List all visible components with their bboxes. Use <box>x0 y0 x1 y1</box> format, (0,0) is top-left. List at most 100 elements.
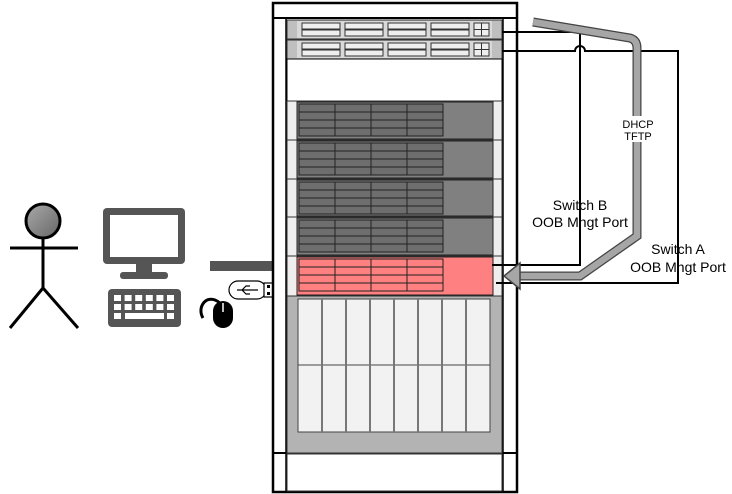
drive-bay <box>334 205 372 215</box>
drive-bay <box>298 103 336 113</box>
target-server-highlighted <box>286 255 503 297</box>
drive-bay <box>334 243 372 253</box>
server <box>286 100 503 141</box>
dhcp-label: DHCP <box>622 119 653 131</box>
switch-port <box>430 49 470 57</box>
server <box>286 139 503 180</box>
drive-bay <box>370 119 408 129</box>
drive-bay <box>406 150 444 160</box>
server <box>286 216 503 257</box>
drive-bay <box>406 166 444 176</box>
drive-bay <box>406 227 444 237</box>
drive-bay <box>298 181 336 191</box>
blank-panel <box>286 58 503 102</box>
drive-bay <box>406 197 444 207</box>
drive-bay <box>370 103 408 113</box>
key <box>114 304 121 310</box>
drive-bay <box>334 189 372 199</box>
drive-bay <box>370 243 408 253</box>
switch-port <box>344 29 384 37</box>
switch-port <box>430 22 470 30</box>
drive-bay <box>298 142 336 152</box>
drive-bay <box>334 282 372 292</box>
drive-bay <box>370 150 408 160</box>
drive-bay <box>406 282 444 292</box>
drive-bay <box>298 258 336 268</box>
drive-bay <box>334 274 372 284</box>
switch-port <box>430 42 470 50</box>
switch-b-oob-link <box>492 31 581 266</box>
drive-bay <box>406 103 444 113</box>
key <box>124 295 132 301</box>
drive-bay <box>406 274 444 284</box>
switch-port <box>387 22 427 30</box>
key <box>167 304 174 310</box>
drive-bay <box>298 119 336 129</box>
drive-bay <box>370 142 408 152</box>
drive-bay <box>370 111 408 121</box>
drive-bay <box>334 119 372 129</box>
drive-bay <box>370 127 408 137</box>
switch-a-label: Switch A <box>651 241 705 257</box>
drive-bay <box>298 111 336 121</box>
drive-bay <box>298 166 336 176</box>
drive-bay <box>298 282 336 292</box>
drive-bay <box>334 142 372 152</box>
key <box>135 295 143 301</box>
drive-bay <box>298 158 336 168</box>
drive-bay <box>334 266 372 276</box>
drive-bay <box>298 243 336 253</box>
drive-bay <box>370 189 408 199</box>
blade-chassis <box>286 295 503 454</box>
switch-a-port-label: OOB Mngt Port <box>630 259 726 275</box>
drive-bay <box>406 266 444 276</box>
switch-port <box>301 42 341 50</box>
drive-bay <box>406 119 444 129</box>
drive-bay <box>298 274 336 284</box>
drive-bay <box>334 111 372 121</box>
switch-a-oob-link <box>496 45 679 284</box>
switch-port <box>387 49 427 57</box>
switch-port <box>301 22 341 30</box>
drive-bay <box>298 235 336 245</box>
drive-bay <box>370 282 408 292</box>
usb-stick-icon <box>228 280 274 300</box>
drive-bay <box>370 227 408 237</box>
drive-bay <box>406 219 444 229</box>
dhcp-arrowhead <box>502 261 521 291</box>
drive-bay <box>406 181 444 191</box>
drive-bay <box>370 158 408 168</box>
key <box>135 304 143 310</box>
drive-bay <box>406 258 444 268</box>
drive-bay <box>334 181 372 191</box>
drive-bay <box>298 127 336 137</box>
key <box>145 304 153 310</box>
dhcp-tftp-cable <box>514 17 642 281</box>
drive-bay <box>406 127 444 137</box>
drive-bay <box>370 219 408 229</box>
drive-bay <box>406 142 444 152</box>
drive-bay <box>334 166 372 176</box>
drive-bay <box>298 219 336 229</box>
tftp-label: TFTP <box>624 131 652 143</box>
drive-bay <box>334 158 372 168</box>
switch-port <box>387 29 427 37</box>
drive-bay <box>298 150 336 160</box>
key <box>156 295 164 301</box>
drive-bay <box>334 219 372 229</box>
drive-bay <box>406 235 444 245</box>
drive-bay <box>334 103 372 113</box>
switch-port <box>344 42 384 50</box>
drive-bay <box>334 227 372 237</box>
switch-b <box>286 19 503 40</box>
switch-port <box>344 22 384 30</box>
drive-bay <box>406 189 444 199</box>
drive-bay <box>370 258 408 268</box>
drive-bay <box>406 205 444 215</box>
drive-bay <box>406 158 444 168</box>
switch-port <box>430 29 470 37</box>
monitor-icon <box>103 208 185 279</box>
key <box>114 295 121 301</box>
